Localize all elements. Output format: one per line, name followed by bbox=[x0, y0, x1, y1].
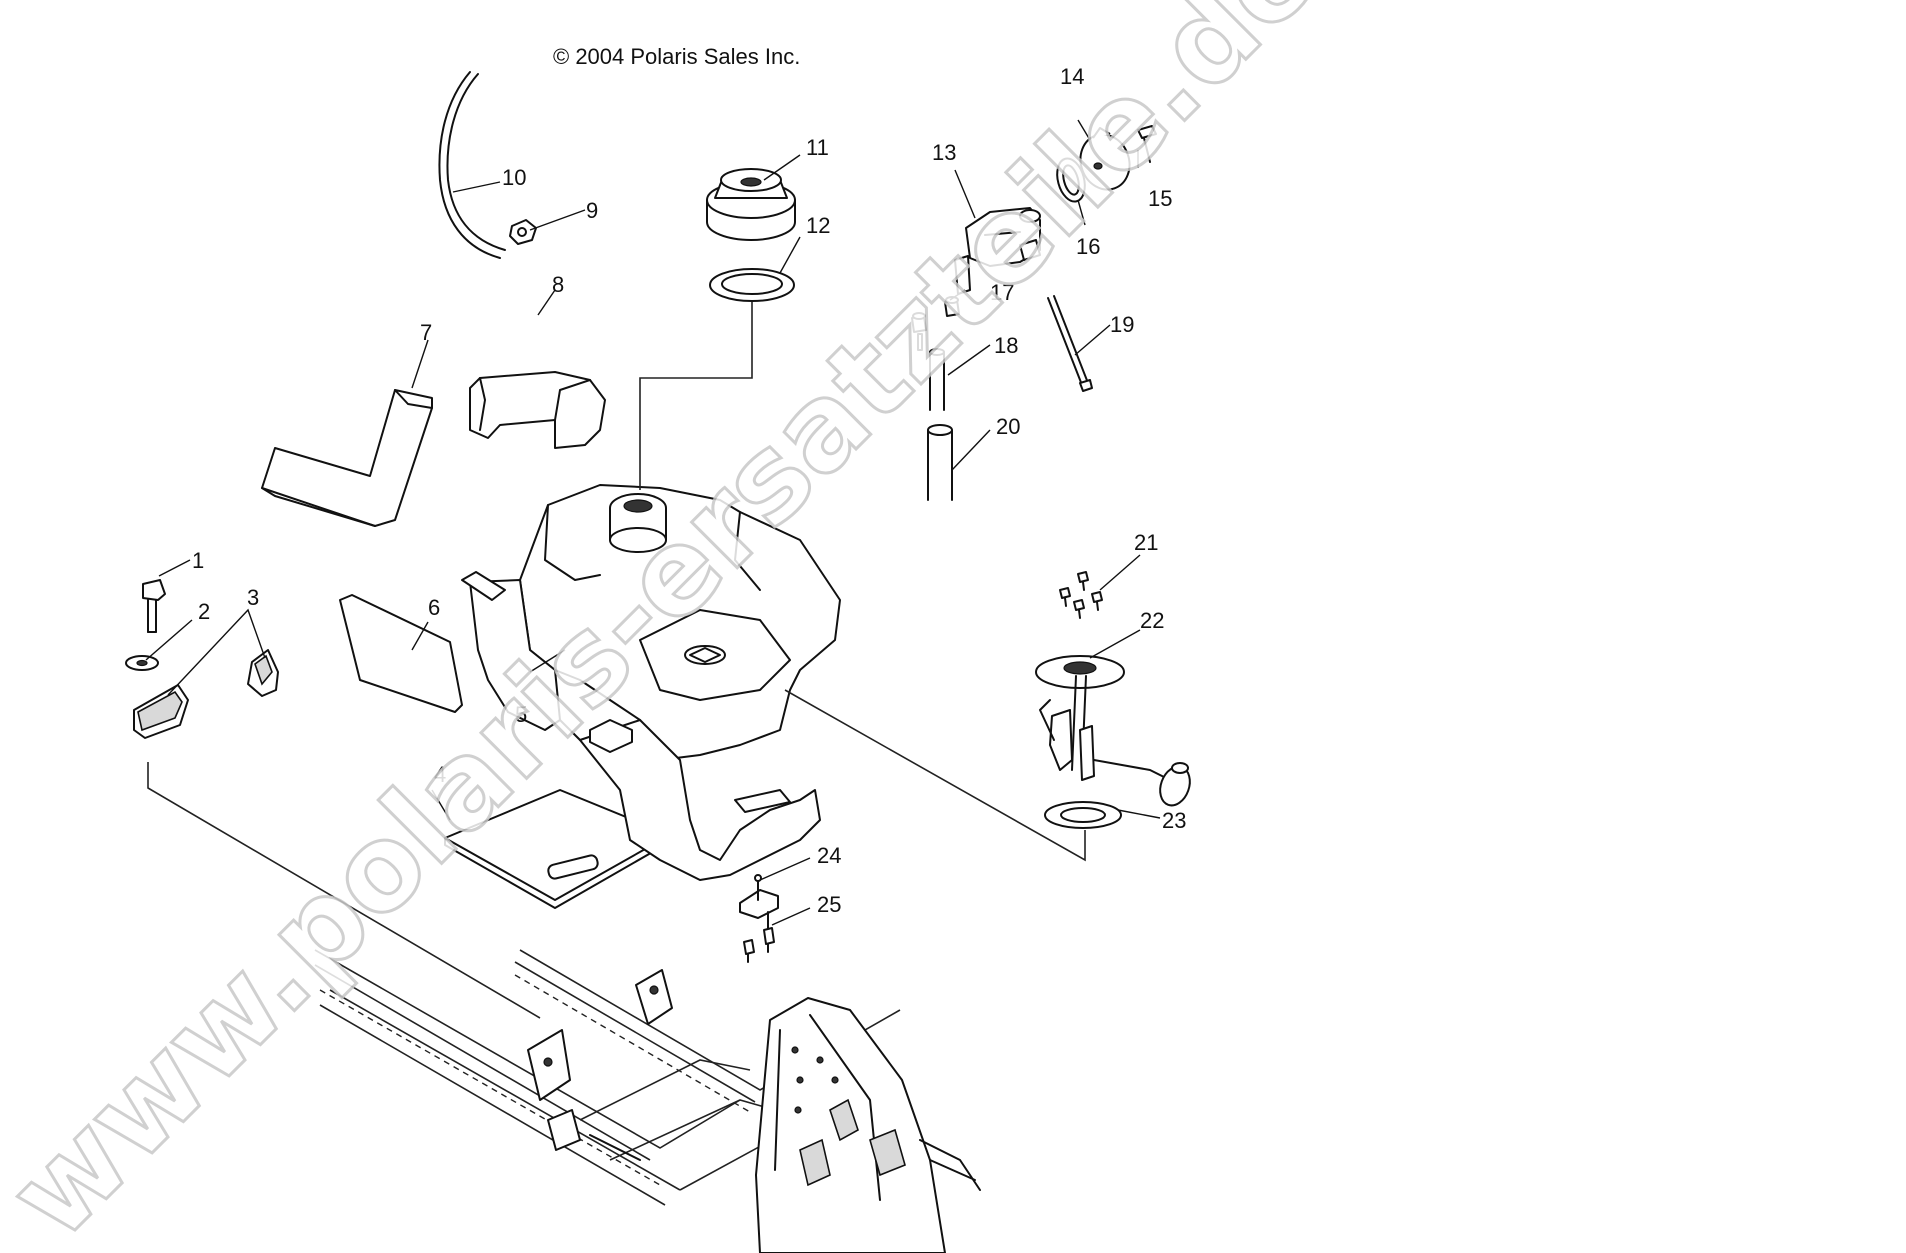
part-13-valve bbox=[954, 207, 1041, 295]
callout-20: 20 bbox=[996, 414, 1020, 439]
assembly-line-sender bbox=[784, 689, 1086, 862]
callout-18: 18 bbox=[994, 333, 1018, 358]
part-14-cover bbox=[1079, 127, 1131, 191]
assembly-line-cap bbox=[639, 302, 753, 490]
callout-25: 25 bbox=[817, 892, 841, 917]
callout-22: 22 bbox=[1140, 608, 1164, 633]
part-7-pad bbox=[261, 389, 433, 527]
callout-11: 11 bbox=[806, 135, 829, 160]
callout-14: 14 bbox=[1060, 64, 1084, 89]
callout-19: 19 bbox=[1110, 312, 1134, 337]
part-11-fuel-cap bbox=[706, 168, 796, 241]
part-9-clamp bbox=[509, 219, 537, 245]
callout-4: 4 bbox=[434, 762, 446, 787]
callout-9: 9 bbox=[586, 198, 598, 223]
callout-6: 6 bbox=[428, 595, 440, 620]
part-12-gasket bbox=[709, 268, 795, 302]
leader-lines bbox=[145, 119, 1161, 926]
callout-2: 2 bbox=[198, 599, 210, 624]
part-18-hose bbox=[929, 348, 945, 411]
part-16-gasket bbox=[1056, 157, 1086, 203]
part-1-bolt bbox=[142, 579, 166, 633]
callout-15: 15 bbox=[1148, 186, 1172, 211]
callout-16: 16 bbox=[1076, 234, 1100, 259]
part-10-vent-hose bbox=[438, 71, 506, 259]
part-17-cap bbox=[911, 296, 960, 351]
part-25-fasteners bbox=[743, 927, 775, 963]
callout-labels: 1 2 3 4 5 6 7 8 9 10 11 12 13 14 15 16 1… bbox=[192, 64, 1186, 917]
part-21-screws bbox=[1059, 571, 1103, 619]
part-24-bracket bbox=[739, 874, 779, 931]
part-20-hose bbox=[927, 424, 953, 501]
callout-1: 1 bbox=[192, 548, 204, 573]
chassis-frame bbox=[314, 949, 981, 1253]
callout-5: 5 bbox=[515, 702, 527, 727]
callout-12: 12 bbox=[806, 213, 830, 238]
part-19-rod bbox=[1047, 295, 1093, 392]
callout-3: 3 bbox=[247, 585, 259, 610]
part-15-screw bbox=[1137, 125, 1157, 163]
part-23-gasket bbox=[1044, 801, 1122, 829]
part-5-fuel-tank bbox=[461, 484, 841, 881]
callout-24: 24 bbox=[817, 843, 841, 868]
callout-7: 7 bbox=[420, 320, 432, 345]
part-2-washer bbox=[125, 655, 159, 671]
part-6-pad bbox=[339, 594, 463, 713]
callout-10: 10 bbox=[502, 165, 526, 190]
part-22-fuel-sender bbox=[1035, 655, 1191, 807]
callout-8: 8 bbox=[552, 272, 564, 297]
callout-17: 17 bbox=[990, 280, 1014, 305]
copyright-text: © 2004 Polaris Sales Inc. bbox=[553, 44, 800, 69]
assembly-line-bracket bbox=[147, 762, 541, 1019]
callout-21: 21 bbox=[1134, 530, 1158, 555]
callout-23: 23 bbox=[1162, 808, 1186, 833]
callout-13: 13 bbox=[932, 140, 956, 165]
part-8-foam-block bbox=[469, 371, 606, 449]
